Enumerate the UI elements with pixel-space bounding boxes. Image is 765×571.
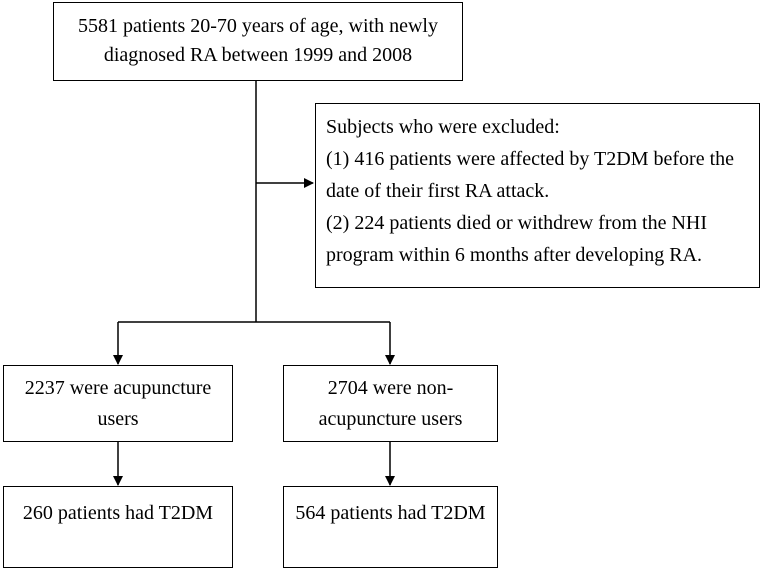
- non-acupuncture-outcome-box: [283, 486, 498, 568]
- acupuncture-outcome-box: [3, 486, 233, 568]
- acupuncture-users-line1: 2237 were acupuncture: [24, 377, 212, 399]
- exclusion-box: [315, 103, 760, 288]
- cohort-text-line2: diagnosed RA between 1999 and 2008: [103, 44, 413, 66]
- acupuncture-outcome-text: 260 patients had T2DM: [22, 502, 214, 524]
- exclusion-item2-line2: program within 6 months after developing…: [326, 244, 703, 266]
- non-acupuncture-users-line2: acupuncture users: [318, 408, 463, 430]
- exclusion-item1-line1: (1) 416 patients were affected by T2DM b…: [326, 148, 734, 170]
- non-acupuncture-outcome-text: 564 patients had T2DM: [295, 502, 486, 524]
- exclusion-heading: Subjects who were excluded:: [326, 116, 560, 138]
- non-acupuncture-users-line1: 2704 were non-: [327, 377, 454, 399]
- exclusion-item2-line1: (2) 224 patients died or withdrew from t…: [326, 212, 708, 234]
- acupuncture-users-line2: users: [97, 408, 139, 430]
- exclusion-item1-line2: date of their first RA attack.: [326, 180, 550, 202]
- cohort-box: [53, 2, 463, 81]
- non-acupuncture-users-box: [283, 365, 498, 442]
- cohort-text-line1: 5581 patients 20-70 years of age, with n…: [78, 15, 438, 37]
- acupuncture-users-box: [3, 365, 233, 442]
